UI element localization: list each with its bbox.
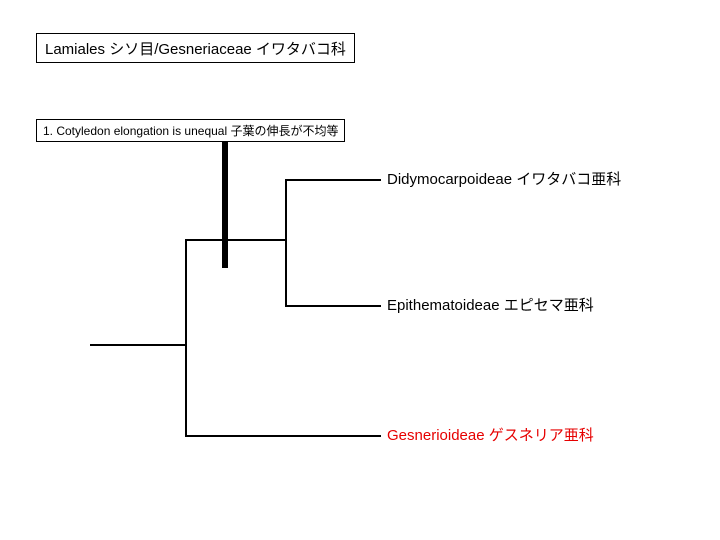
- branch-upper-clade: [185, 239, 287, 241]
- branch-gesnerioideae: [185, 435, 381, 437]
- taxon-label-didymocarpoideae: Didymocarpoideae イワタバコ亜科: [387, 171, 622, 188]
- branch-didymocarpoideae: [285, 179, 381, 181]
- character-annotation-box: 1. Cotyledon elongation is unequal 子葉の伸長…: [36, 119, 346, 142]
- character-annotation-label: 1. Cotyledon elongation is unequal 子葉の伸長…: [43, 124, 339, 138]
- branch-main-vertical: [185, 239, 187, 437]
- taxon-label-epithematoideae: Epithematoideae エピセマ亜科: [387, 297, 594, 314]
- branch-inner-vertical: [285, 179, 287, 307]
- branch-epithematoideae: [285, 305, 381, 307]
- page-title: Lamiales シソ目/Gesneriaceae イワタバコ科: [45, 40, 346, 58]
- branch-root: [90, 344, 187, 346]
- title-box: Lamiales シソ目/Gesneriaceae イワタバコ科: [36, 33, 355, 63]
- taxon-label-gesnerioideae: Gesnerioideae ゲスネリア亜科: [387, 427, 594, 444]
- character-mark-bar: [222, 141, 228, 268]
